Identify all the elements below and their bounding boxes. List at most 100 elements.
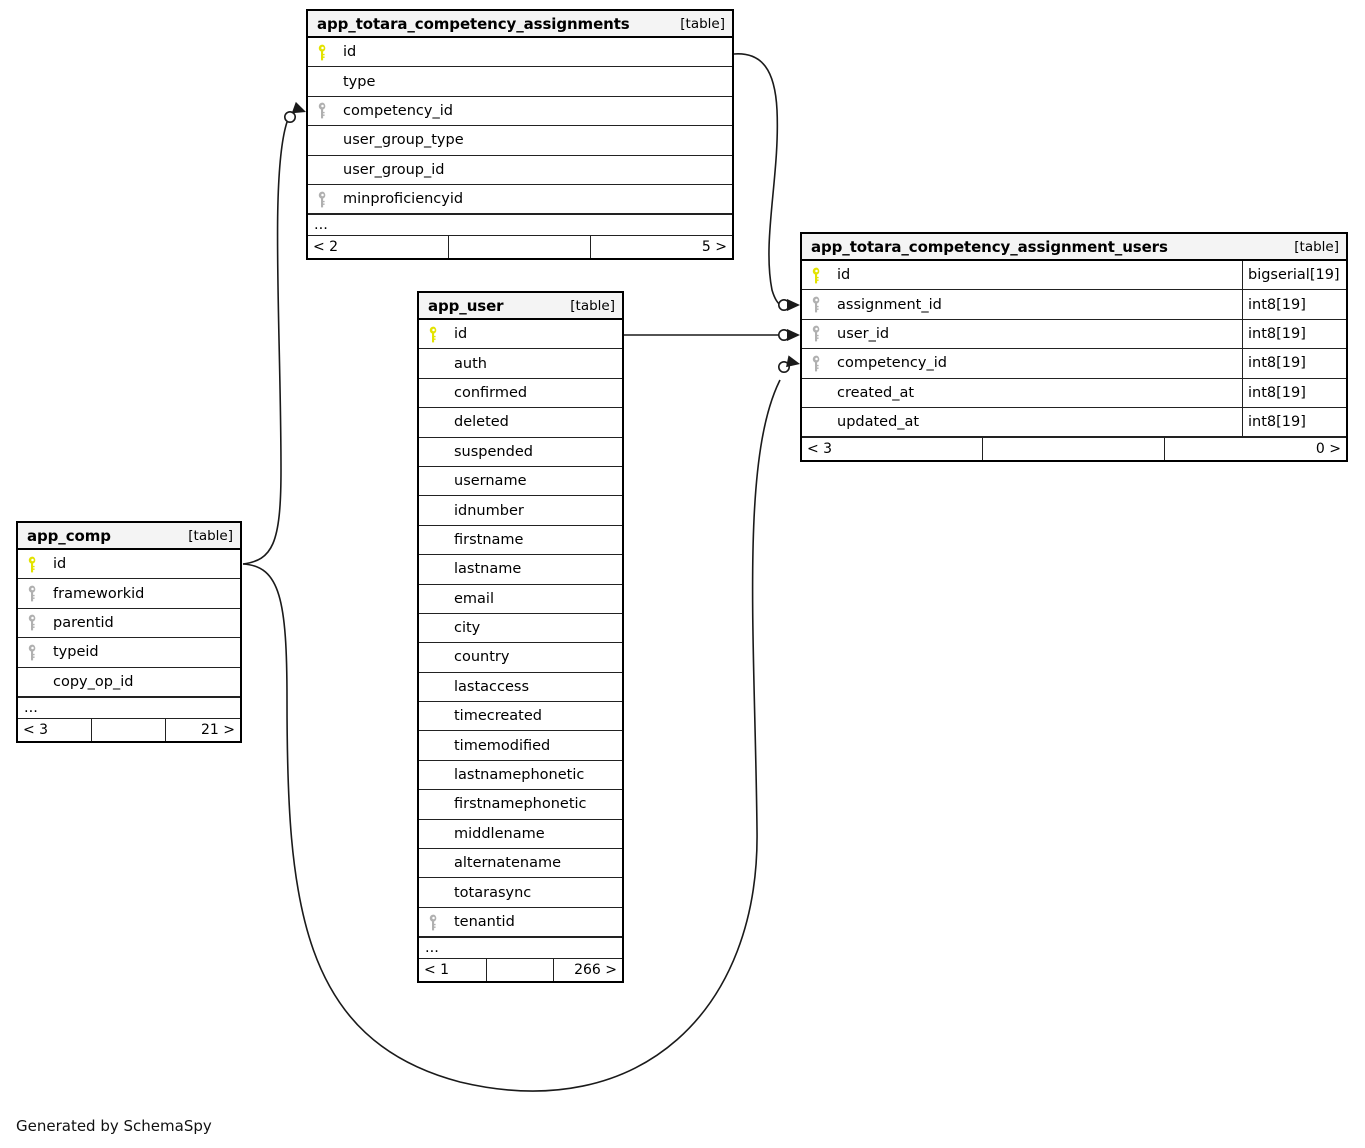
column-row[interactable]: competency_id [308,97,732,127]
column-name: country [454,649,510,666]
column-key-slot [27,644,49,661]
column-row[interactable]: timemodified [419,731,622,761]
footer-cell-left[interactable]: < 3 [18,718,92,741]
column-name: firstname [454,531,524,548]
column-main: lastname [419,555,622,583]
foreign-key-icon [812,326,820,342]
column-row[interactable]: lastname [419,555,622,585]
column-main: user_group_id [308,156,732,184]
column-name: typeid [53,644,99,661]
foreign-key-icon [812,355,820,372]
footer-cell-mid [449,236,591,259]
foreign-key-icon [318,191,326,208]
column-main: country [419,643,622,671]
column-main: id [419,320,622,348]
column-key-slot [317,44,339,61]
optional-cardinality-circle [283,111,296,124]
column-name: timemodified [454,737,551,754]
column-row[interactable]: idnumber [419,496,622,526]
column-main: competency_id [802,349,1242,377]
column-main: assignment_id [802,290,1242,318]
column-name: copy_op_id [53,673,134,690]
column-name: timecreated [454,708,542,725]
column-row[interactable]: user_group_type [308,126,732,156]
column-main: competency_id [308,97,732,125]
column-main: deleted [419,408,622,436]
table-app_totara_competency_assignment_users[interactable]: app_totara_competency_assignment_users[t… [800,232,1348,463]
column-key-slot [27,614,49,631]
footer-cell-right[interactable]: 5 > [701,239,727,256]
column-row[interactable]: minproficiencyid [308,185,732,215]
optional-cardinality-circle [777,298,790,311]
column-row[interactable]: firstname [419,526,622,556]
relationship-arrowhead [787,299,800,311]
column-row[interactable]: id [308,38,732,68]
column-row[interactable]: middlename [419,820,622,850]
column-name: lastnamephonetic [454,767,585,784]
footer-cell-right[interactable]: 0 > [1315,441,1341,458]
column-row[interactable]: typeid [18,638,240,668]
table-name: app_totara_competency_assignments [317,14,630,33]
footer-cell-right[interactable]: 21 > [200,721,235,738]
column-key-slot [811,267,833,284]
column-row[interactable]: lastnamephonetic [419,761,622,791]
column-row[interactable]: deleted [419,408,622,438]
column-datatype: int8[19] [1242,378,1346,407]
column-main: lastaccess [419,673,622,701]
foreign-key-icon [429,914,437,930]
column-name: lastaccess [454,678,530,695]
column-row[interactable]: timecreated [419,702,622,732]
column-row[interactable]: country [419,643,622,673]
column-row[interactable]: suspended [419,438,622,467]
column-name: frameworkid [53,585,145,602]
column-key-slot [428,326,450,343]
column-key-slot [27,585,49,602]
column-row[interactable]: tenantid [419,908,622,938]
column-row[interactable]: totarasync [419,878,622,908]
column-main: lastnamephonetic [419,761,622,789]
column-row[interactable]: id [18,550,240,580]
column-row[interactable]: auth [419,349,622,379]
column-main: created_at [802,379,1242,407]
column-main: type [308,67,732,95]
column-row[interactable]: id [419,320,622,350]
column-main: username [419,467,622,495]
column-datatype: bigserial[19] [1242,261,1346,290]
column-row[interactable]: city [419,614,622,644]
column-row[interactable]: username [419,467,622,497]
footer-cell-left[interactable]: < 2 [308,236,450,259]
column-row[interactable]: user_group_id [308,156,732,185]
column-row[interactable]: email [419,585,622,614]
column-key-slot [811,355,833,372]
column-row[interactable]: copy_op_id [18,668,240,697]
optional-cardinality-circle [777,328,790,341]
column-row[interactable]: lastaccess [419,673,622,703]
column-name: lastname [454,561,522,578]
footer-cell-mid [92,718,166,741]
column-name: competency_id [837,355,947,372]
footer-cell-left[interactable]: < 1 [419,959,487,982]
column-row[interactable]: firstnamephonetic [419,790,622,820]
column-name: middlename [454,825,545,842]
footer-cell-left[interactable]: < 3 [802,438,984,461]
footer-cell-right[interactable]: 266 > [574,962,617,979]
column-main: firstnamephonetic [419,790,622,818]
column-row[interactable]: type [308,67,732,97]
column-row[interactable]: frameworkid [18,579,240,609]
table-type-tag: [table] [570,297,615,314]
column-datatype: int8[19] [1242,290,1346,319]
column-row[interactable]: alternatename [419,849,622,879]
column-row[interactable]: confirmed [419,379,622,409]
column-main: frameworkid [18,579,240,607]
table-app_totara_competency_assignments[interactable]: app_totara_competency_assignments[table]… [306,9,734,261]
column-row[interactable]: parentid [18,609,240,639]
column-name: user_group_type [343,132,464,149]
